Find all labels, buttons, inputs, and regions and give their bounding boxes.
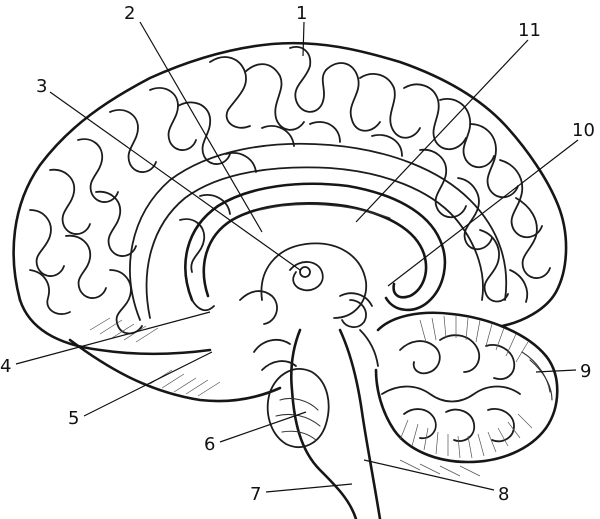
cerebrum [12, 41, 568, 403]
label-4: 4 [0, 356, 11, 377]
cortical-gyri [29, 46, 551, 335]
cerebellum [374, 311, 559, 464]
leader-5 [83, 351, 213, 417]
label-2: 2 [124, 3, 135, 24]
leader-4 [15, 311, 211, 365]
leader-8 [363, 459, 495, 491]
label-1: 1 [296, 3, 307, 24]
leader-2 [139, 21, 263, 233]
label-3: 3 [36, 76, 47, 97]
brainstem [253, 328, 382, 519]
leader-3 [49, 91, 301, 271]
corpus-callosum [184, 182, 447, 312]
labels: 1 2 3 4 5 6 7 8 9 10 11 [0, 3, 595, 505]
leader-9 [535, 369, 577, 373]
leader-11 [355, 39, 529, 223]
label-5: 5 [68, 408, 79, 429]
label-11: 11 [518, 20, 541, 41]
leader-6 [219, 411, 307, 443]
leader-7 [265, 483, 353, 493]
leader-10 [387, 139, 579, 287]
leader-lines [15, 21, 579, 493]
label-9: 9 [580, 361, 591, 382]
label-10: 10 [572, 120, 595, 141]
leader-1 [302, 21, 305, 57]
label-6: 6 [204, 434, 215, 455]
thalamus-region [239, 242, 373, 328]
label-7: 7 [250, 484, 261, 505]
label-8: 8 [498, 484, 509, 505]
